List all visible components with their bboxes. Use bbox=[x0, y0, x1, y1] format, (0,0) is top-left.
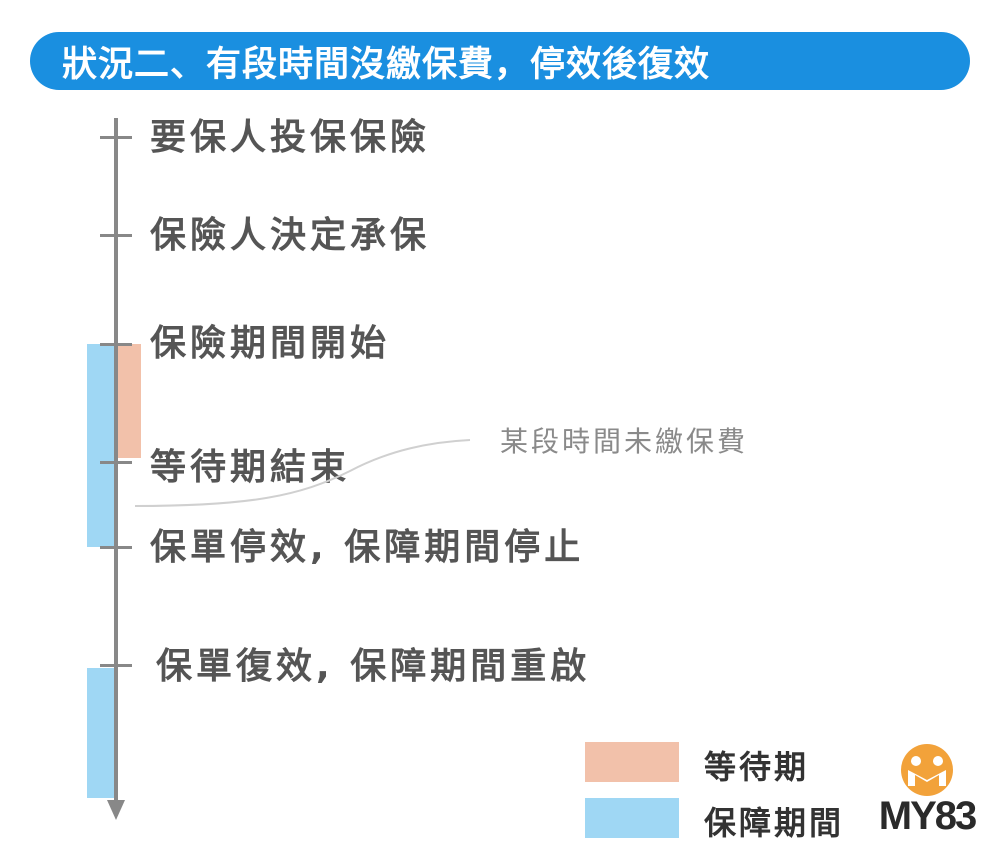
tick-accept bbox=[100, 234, 132, 237]
my83-logo: MY83 bbox=[868, 742, 986, 840]
tick-coverage-start bbox=[100, 343, 132, 346]
coverage-bar-1 bbox=[87, 344, 115, 547]
timeline-arrow-icon bbox=[107, 800, 125, 820]
logo-mark-icon bbox=[901, 744, 953, 796]
tick-waiting-end bbox=[100, 461, 132, 464]
event-accept: 保險人決定承保 bbox=[150, 215, 431, 256]
annotation-note: 某段時間未繳保費 bbox=[500, 425, 749, 458]
event-lapse: 保單停效, 保障期間停止 bbox=[150, 527, 585, 568]
legend-waiting-label: 等待期 bbox=[704, 748, 810, 786]
page-title: 狀況二、有段時間沒繳保費，停效後復效 bbox=[62, 44, 711, 85]
event-reinstate: 保單復效, 保障期間重啟 bbox=[156, 646, 591, 687]
legend-waiting-swatch bbox=[585, 742, 679, 782]
coverage-bar-2 bbox=[87, 668, 115, 798]
waiting-period-bar bbox=[116, 344, 141, 458]
title-banner: 狀況二、有段時間沒繳保費，停效後復效 bbox=[30, 32, 970, 90]
event-apply: 要保人投保保險 bbox=[150, 117, 431, 158]
tick-reinstate bbox=[100, 664, 132, 667]
event-waiting-end: 等待期結束 bbox=[150, 447, 351, 488]
logo-text: MY83 bbox=[878, 794, 978, 838]
tick-lapse bbox=[100, 546, 132, 549]
legend-coverage-label: 保障期間 bbox=[704, 804, 845, 842]
annotation-curve bbox=[134, 439, 471, 507]
legend-coverage-swatch bbox=[585, 798, 679, 838]
event-coverage-start: 保險期間開始 bbox=[150, 323, 391, 364]
tick-apply bbox=[100, 136, 132, 139]
